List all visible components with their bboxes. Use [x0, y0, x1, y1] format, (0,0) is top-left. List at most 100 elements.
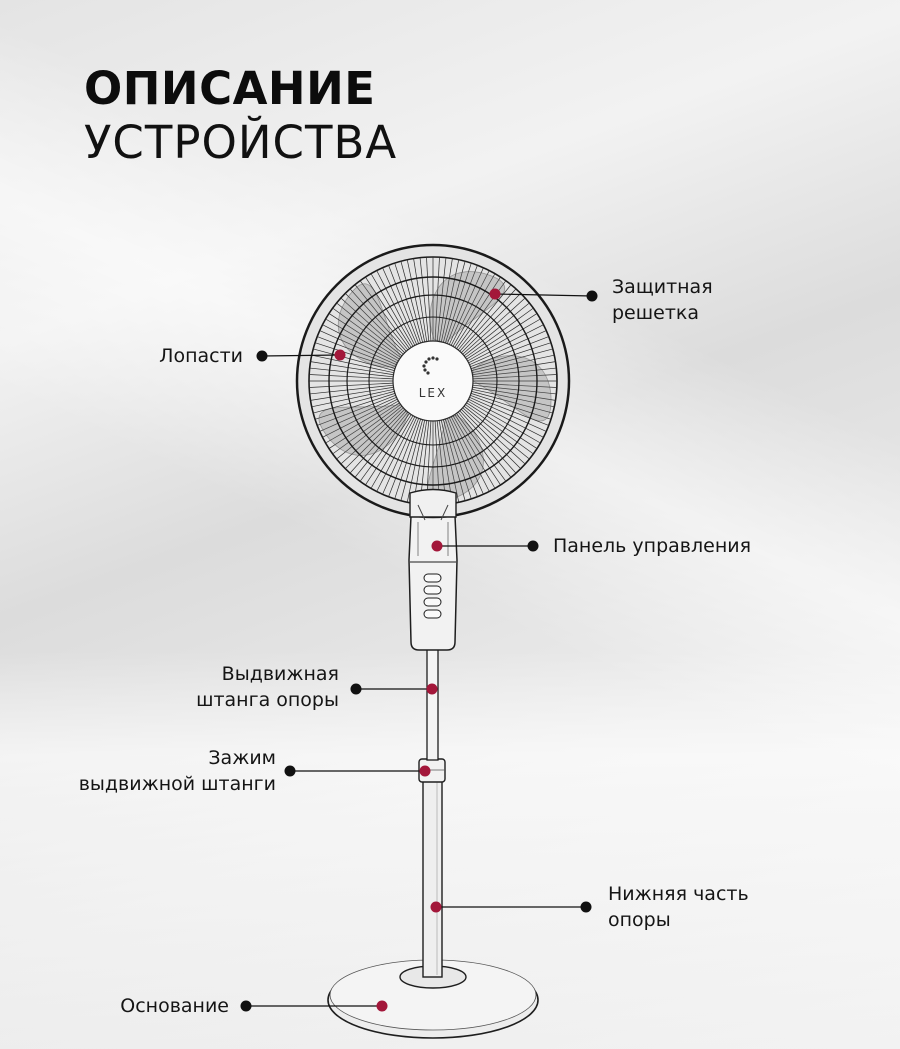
title-line-1: ОПИСАНИЕ	[84, 62, 376, 115]
guard-wire	[447, 265, 478, 344]
marker-clamp	[419, 765, 431, 777]
guard-wire	[382, 267, 418, 345]
guard-wire	[332, 307, 401, 358]
label-clamp: Зажим выдвижной штанги	[78, 747, 276, 795]
guard-wire	[345, 293, 405, 353]
guard-wire	[322, 398, 398, 438]
marker-base	[376, 1000, 388, 1012]
fan-head: LEX	[295, 243, 571, 519]
guard-wire	[406, 259, 426, 342]
guard-wire	[365, 276, 412, 348]
guard-wire	[314, 393, 396, 420]
guard-wire	[457, 411, 512, 478]
guard-wire	[454, 414, 501, 486]
guard-wire	[467, 318, 541, 362]
guard-wire	[394, 262, 421, 344]
guard-wire	[313, 391, 395, 414]
guard-wire	[438, 258, 453, 342]
guard-wire	[376, 270, 416, 346]
guard-wire	[311, 354, 394, 374]
guard-wire	[365, 414, 412, 486]
guard-wire	[376, 416, 416, 492]
guard-wire	[472, 382, 557, 388]
guard-wire	[328, 313, 400, 360]
guard-wire	[443, 419, 466, 501]
guard-wire	[354, 411, 409, 478]
fan-blade	[318, 404, 409, 456]
guard-wire	[317, 395, 396, 426]
marker-blades	[334, 349, 346, 361]
guard-wire	[413, 420, 428, 504]
guard-wire	[310, 361, 394, 376]
guard-wire	[459, 288, 517, 352]
guard-wire	[319, 330, 397, 366]
brand-logo: LEX	[419, 386, 448, 400]
control-panel-body	[408, 515, 458, 651]
guard-wire	[454, 276, 501, 348]
guard-wire	[438, 420, 453, 504]
guard-wires	[309, 257, 557, 505]
guard-wire	[465, 404, 534, 455]
label-base: Основание	[120, 995, 229, 1017]
guard-wire	[457, 284, 512, 351]
guard-wire	[394, 418, 421, 500]
label-dots	[240, 290, 598, 1012]
guard-wire	[470, 342, 552, 369]
part-markers	[334, 288, 501, 1012]
leader-blades	[261, 354, 341, 357]
guard-wire	[450, 270, 490, 346]
guard-wire	[340, 407, 404, 465]
guard-wire	[313, 348, 395, 371]
guard-wire	[336, 405, 403, 460]
marker-panel	[431, 540, 443, 552]
guard-wire	[319, 396, 397, 432]
guard-wire	[469, 396, 547, 432]
marker-rod	[426, 683, 438, 695]
leader-lines	[246, 293, 593, 1007]
guard-wire	[400, 419, 423, 501]
guard-wire	[471, 391, 553, 414]
title-line-2: УСТРОЙСТВА	[84, 116, 398, 169]
guard-wire	[462, 407, 526, 465]
marker-guard	[489, 288, 501, 300]
guard-wire	[462, 297, 526, 355]
guard-wire	[325, 400, 399, 444]
guard-wire	[434, 257, 440, 342]
guard-wire	[450, 416, 490, 492]
label-blades: Лопасти	[159, 345, 243, 367]
guard-wire	[452, 415, 496, 489]
guard-wire	[472, 374, 557, 380]
guard-wire	[311, 388, 394, 408]
guard-wire	[370, 415, 414, 489]
guard-wire	[448, 267, 484, 345]
guard-wire	[382, 417, 418, 495]
guard-wire	[325, 318, 399, 362]
guard-wire	[400, 261, 423, 343]
fan-blades	[318, 271, 552, 503]
dot-rod	[350, 683, 362, 695]
guard-wire	[309, 384, 394, 395]
guard-wire	[345, 409, 405, 469]
guard-wire	[317, 336, 396, 367]
marker-lower	[430, 901, 442, 913]
guard-wire	[466, 313, 538, 360]
guard-wire	[466, 402, 538, 449]
guard-wire	[359, 413, 410, 482]
guard-wire	[459, 410, 517, 474]
guard-wire	[447, 418, 478, 497]
guard-wire	[388, 418, 419, 497]
guard-wire	[471, 348, 553, 371]
guard-wire	[461, 293, 521, 353]
guard-wire	[309, 367, 394, 378]
label-rod: Выдвижная штанга опоры	[196, 663, 339, 711]
guard-wire	[413, 258, 428, 342]
guard-wire	[354, 284, 409, 351]
guard-wire	[472, 354, 555, 374]
dot-guard	[586, 290, 598, 302]
guard-wire	[314, 342, 396, 369]
guard-wire	[472, 388, 555, 408]
guard-wire	[419, 257, 430, 342]
dot-lower	[580, 901, 592, 913]
guard-wire	[349, 288, 407, 352]
